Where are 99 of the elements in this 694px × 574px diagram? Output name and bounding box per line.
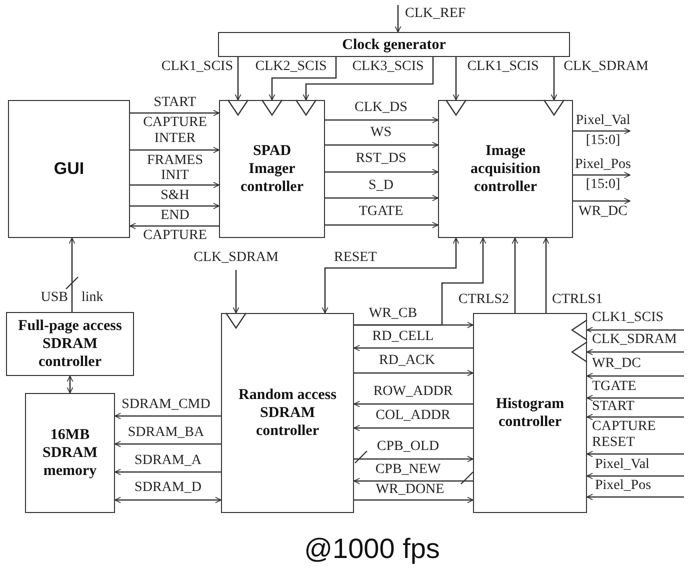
signal-arrow [586, 472, 684, 480]
module-label: Full-page access SDRAM controller [17, 317, 123, 371]
module-box [218, 32, 570, 57]
module-label: 16MB SDRAM memory [42, 426, 98, 480]
signal-arrow [325, 116, 438, 124]
module-box [221, 313, 354, 513]
signal-label: RST_DS [354, 151, 408, 167]
signal-arrow [354, 400, 473, 408]
signal-label: FRAMES INIT [146, 153, 204, 183]
signal-arrow [114, 496, 222, 504]
signal-label: CPB_NEW [374, 462, 442, 478]
signal-label: CLK_REF [404, 6, 467, 22]
module-box [438, 100, 573, 238]
signal-arrow [586, 348, 684, 356]
signal-label: CLK3_SCIS [351, 59, 425, 75]
signal-arrow [114, 412, 221, 420]
module-label: Image acquisition controller [469, 142, 542, 196]
module-box [25, 393, 115, 513]
signal-label: WR_DC [591, 356, 642, 372]
signal-label: TGATE [591, 379, 638, 395]
signal-label: START CAPTURE [591, 398, 657, 436]
signal-label: CLK1_SCIS [591, 310, 665, 326]
signal-label: CLK_SDRAM [192, 250, 280, 266]
signal-arrow [232, 270, 240, 314]
signal-label: Pixel_Val [594, 457, 650, 473]
signal-arrow [325, 194, 438, 202]
signal-arrow [542, 238, 550, 313]
signal-label: SDRAM_D [134, 480, 202, 496]
signal-arrow [586, 372, 684, 380]
signal-label: START CAPTURE [142, 94, 208, 132]
module-box [219, 100, 325, 238]
signal-label: CLK_SDRAM [562, 59, 650, 75]
signal-label: CLK1_SCIS [160, 59, 234, 75]
signal-arrow [573, 128, 630, 134]
signal-arrow [68, 238, 76, 312]
signal-label: CLK1_SCIS [466, 59, 540, 75]
signal-arrow [354, 456, 474, 462]
signal-arrow [130, 202, 220, 210]
module-label: Histogram controller [494, 395, 566, 431]
module-box [473, 313, 587, 513]
signal-arrow [302, 57, 434, 100]
signal-arrow [130, 222, 219, 230]
signal-label: WR_DONE [374, 482, 446, 498]
signal-label: CLK2_SCIS [254, 59, 328, 75]
module-box [6, 312, 134, 376]
signal-label: ROW_ADDR [372, 384, 454, 400]
signal-arrow [114, 440, 221, 448]
signal-arrow [586, 394, 684, 402]
signal-label: RD_ACK [378, 353, 436, 369]
module-label: Clock generator [342, 36, 446, 54]
signal-arrow [130, 146, 220, 154]
module-label: GUI [54, 158, 84, 180]
signal-arrow [586, 450, 684, 458]
signal-label: USB link [40, 290, 104, 306]
signal-arrow [573, 198, 630, 204]
signal-arrow [550, 57, 558, 100]
signal-label: CPB_OLD [376, 439, 440, 455]
signal-label: WR_CB [368, 306, 418, 322]
signal-label: RD_CELL [371, 329, 435, 345]
signal-label: Pixel_Val [15:0] [574, 112, 632, 150]
signal-label: SDRAM_BA [126, 425, 206, 441]
signal-arrow [586, 494, 684, 500]
signal-arrow [452, 57, 460, 100]
module-label: SPAD Imager controller [239, 142, 305, 196]
signal-arrow [268, 57, 337, 100]
signal-arrow [354, 424, 473, 432]
signal-arrow [130, 110, 220, 116]
signal-label: END CAPTURE [142, 207, 208, 245]
signal-arrow [512, 238, 518, 313]
signal-arrow [114, 468, 221, 476]
signal-arrow [325, 168, 438, 176]
signal-arrow [354, 496, 474, 504]
module-label: Random access SDRAM controller [238, 386, 338, 440]
caption: @1000 fps [304, 533, 440, 565]
signal-label: COL_ADDR [374, 408, 452, 424]
signal-arrow [586, 414, 684, 420]
signal-arrow [325, 222, 438, 228]
module-box [8, 100, 130, 238]
signal-label: SDRAM_CMD [120, 397, 212, 413]
signal-arrow [130, 182, 220, 188]
signal-arrow [586, 326, 684, 334]
signal-label: CLK_SDRAM [591, 332, 678, 348]
signal-label: RESET [591, 435, 636, 451]
signal-arrow [573, 172, 630, 178]
signal-arrow [394, 5, 402, 32]
signal-label: SDRAM_A [134, 453, 202, 469]
signal-label: Pixel_Pos [594, 478, 652, 494]
signal-arrow [66, 376, 74, 394]
signal-arrow [325, 142, 438, 148]
signal-arrow [354, 238, 486, 326]
signal-label: Pixel_Pos [15:0] [574, 156, 632, 194]
signal-arrow [354, 370, 474, 376]
signal-arrow [354, 344, 473, 352]
signal-label: CLK_DS [354, 100, 408, 116]
signal-label: S_D [368, 178, 394, 194]
signal-arrow [354, 478, 473, 484]
signal-arrow [322, 238, 460, 314]
signal-arrow [234, 57, 242, 100]
signal-label: WR_DC [578, 204, 628, 220]
